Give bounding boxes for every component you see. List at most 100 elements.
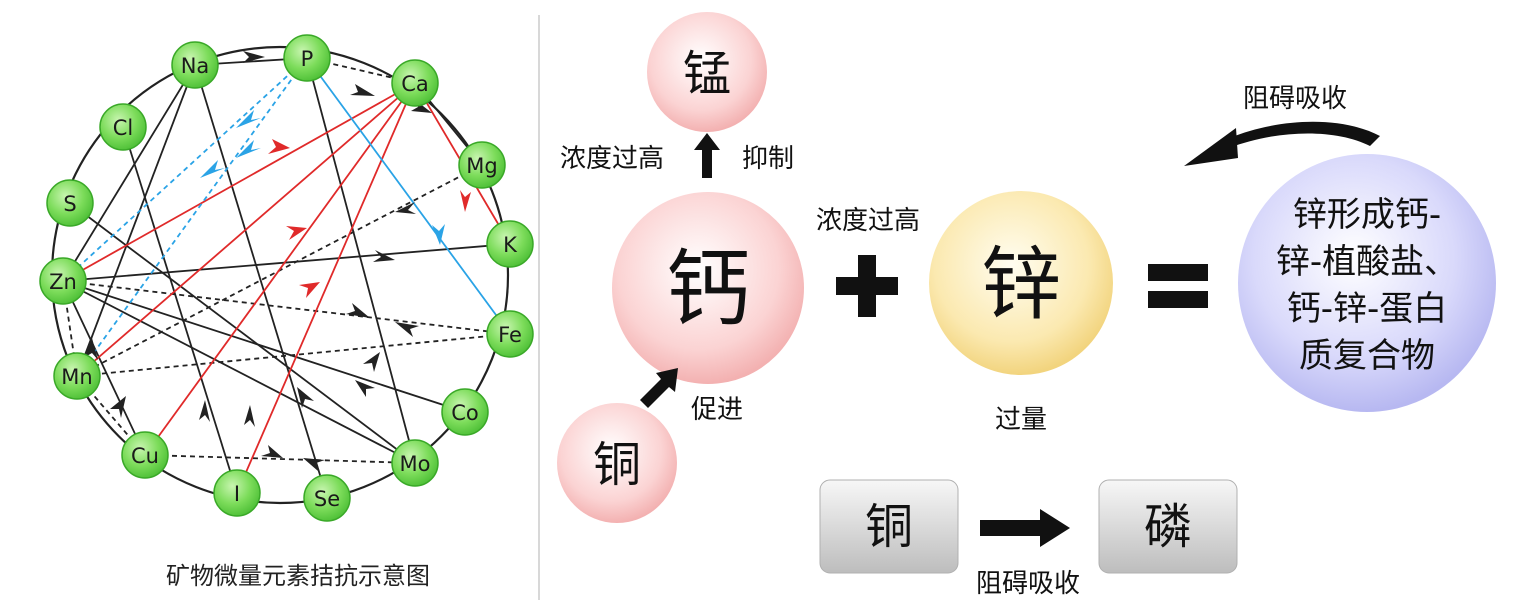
complex-line-2: 锌-植酸盐、 (1276, 242, 1458, 282)
link-Cl-I (122, 126, 238, 494)
equals-sign (1148, 264, 1208, 308)
link-P-Mo (306, 57, 416, 464)
node-circle (441, 388, 489, 436)
manganese-circle (647, 12, 767, 132)
link-Ca-Mn (76, 82, 416, 377)
node-circle (283, 34, 331, 82)
node-label: Ca (401, 72, 429, 96)
arrowhead (460, 190, 471, 212)
node-label: Mg (466, 154, 497, 178)
node-label: S (63, 192, 76, 216)
excess-label: 过量 (995, 405, 1047, 435)
curved-arrow-icon (1225, 121, 1380, 148)
arrowhead (355, 380, 375, 397)
promote-label: 促进 (691, 395, 743, 425)
arrowhead (395, 322, 419, 337)
node-label: Co (451, 401, 479, 425)
arrowhead (261, 445, 283, 458)
conc-high-left: 浓度过高 (560, 144, 664, 174)
link-Ca-I (236, 82, 416, 494)
link-P-Zn (62, 57, 308, 282)
node-label: Fe (498, 323, 522, 347)
complex-line-4: 质复合物 (1299, 336, 1435, 376)
node-circle (486, 220, 534, 268)
node-circle (53, 352, 101, 400)
node-label: Na (181, 54, 210, 78)
zinc-label: 锌 (981, 238, 1061, 331)
diag-arrow-icon (640, 368, 678, 408)
complex-line-3: 钙-锌-蛋白 (1287, 289, 1448, 329)
link-Zn-Mo (62, 280, 416, 464)
node-zn: Zn (39, 257, 87, 305)
complex-circle (1238, 154, 1496, 412)
arrowhead (297, 387, 314, 408)
node-k: K (486, 220, 534, 268)
link-P-Fe (306, 57, 511, 335)
plus-sign (836, 255, 898, 317)
copper-label: 铜 (593, 437, 641, 493)
node-label: Cl (113, 116, 134, 140)
node-mo: Mo (391, 439, 439, 487)
link-Cu-Mo (144, 454, 416, 464)
node-label: Mo (400, 452, 431, 476)
node-circle (391, 439, 439, 487)
node-label: K (503, 233, 518, 257)
copper-circle (557, 403, 677, 523)
up-arrow-icon (694, 133, 720, 178)
node-circle (213, 469, 261, 517)
complex-line-1: 锌形成钙- (1293, 195, 1441, 235)
link-S-Mo (69, 202, 416, 464)
link-P-Mn (76, 57, 308, 377)
arrowhead (432, 224, 445, 245)
conc-high-mid: 浓度过高 (816, 206, 920, 236)
node-label: Mn (61, 365, 92, 389)
calcium-circle (612, 192, 804, 384)
node-mn: Mn (53, 352, 101, 400)
arrowhead (243, 51, 265, 63)
copper-box (819, 479, 959, 574)
link-Na-Mn (76, 64, 196, 377)
link-Zn-Mn (62, 280, 78, 377)
node-label: P (301, 47, 314, 71)
node-label: Cu (131, 444, 159, 468)
arrowhead (110, 396, 126, 418)
node-label: Zn (49, 270, 77, 294)
copper-box-label: 铜 (865, 499, 913, 555)
node-i: I (213, 469, 261, 517)
node-na: Na (171, 41, 219, 89)
manganese-label: 锰 (683, 46, 731, 102)
zinc-circle (929, 191, 1113, 375)
arrowhead (244, 405, 255, 427)
arrowhead (395, 202, 416, 214)
link-Ca-Cu (144, 82, 416, 456)
curved-arrowhead (1184, 128, 1238, 166)
arrowhead (268, 139, 290, 154)
node-label: Se (314, 487, 340, 511)
arrowhead (200, 160, 225, 178)
arrowhead (350, 84, 375, 96)
left-caption: 矿物微量元素拮抗示意图 (166, 562, 430, 590)
arrowheads (85, 51, 471, 471)
arrowhead (373, 250, 395, 262)
link-Na-Se (194, 64, 328, 499)
node-s: S (46, 179, 94, 227)
link-Ca-Zn (62, 82, 416, 282)
node-fe: Fe (486, 310, 534, 358)
arrowhead (346, 303, 370, 318)
inhibit-label: 抑制 (742, 144, 794, 174)
node-cu: Cu (121, 431, 169, 479)
hinder-bottom-label: 阻碍吸收 (976, 569, 1080, 599)
node-circle (46, 179, 94, 227)
phosphorus-box-label: 磷 (1144, 499, 1192, 555)
right-diagram: 锰 浓度过高 抑制 钙 促进 铜 浓度过高 锌 过量 锌形成钙- 锌-植酸盐、 (557, 12, 1496, 599)
arrowhead (236, 140, 261, 158)
link-Fe-Mn (76, 333, 511, 377)
arrowhead (199, 400, 210, 422)
link-Zn-Cu (62, 280, 146, 456)
phosphorus-box (1098, 479, 1238, 574)
right-arrow-icon (980, 509, 1070, 547)
node-circle (99, 103, 147, 151)
link-Zn-K (62, 243, 511, 282)
